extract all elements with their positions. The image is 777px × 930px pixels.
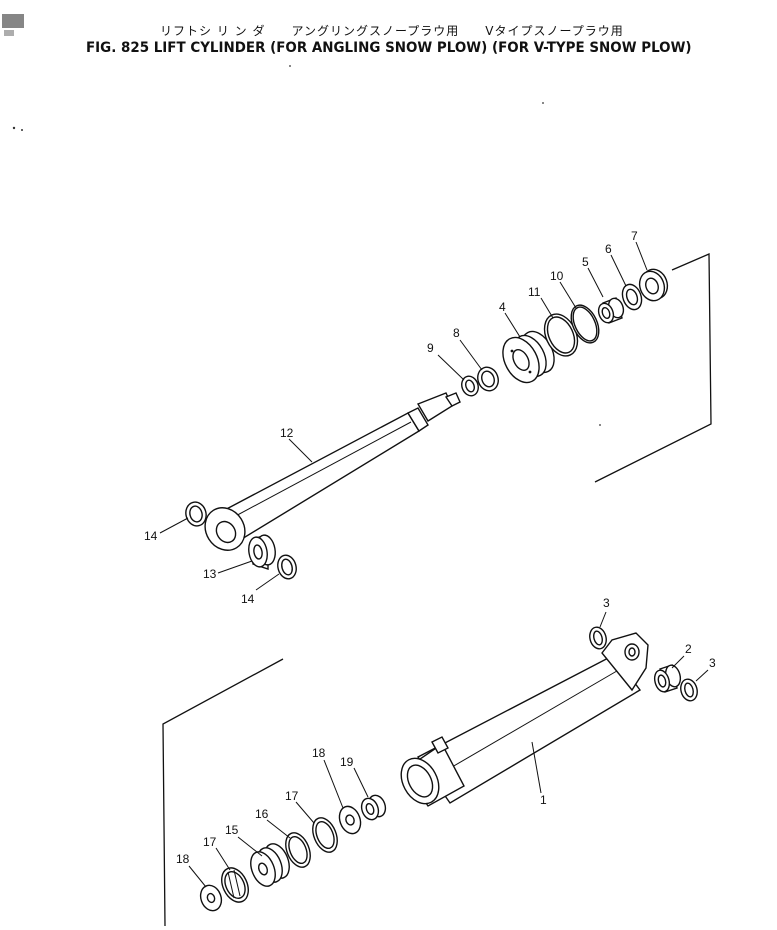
callout-15: 15 (225, 823, 239, 837)
callout-9: 9 (427, 341, 434, 355)
lower-group-bracket (162, 658, 284, 927)
part-seal-14-lower (277, 554, 297, 580)
part-seal-3-upper (589, 626, 607, 650)
part-ring-17-upper (312, 817, 338, 853)
part-nut-19 (360, 794, 387, 821)
part-ring-18-upper (338, 805, 362, 835)
callout-18-upper: 18 (312, 746, 326, 760)
callout-2: 2 (685, 642, 692, 656)
callout-14-lower: 14 (241, 592, 255, 606)
callout-18-lower: 18 (176, 852, 190, 866)
callout-1: 1 (540, 793, 547, 807)
part-ring-8 (477, 366, 499, 392)
callout-17-upper: 17 (285, 789, 299, 803)
part-seal-14-upper (185, 501, 207, 527)
callout-3-upper: 3 (603, 596, 610, 610)
figure-title-japanese: リフトシ リ ン ダ アングリングスノープラウ用 Vタイプスノープラウ用 (160, 24, 624, 38)
part-seal-6 (621, 283, 643, 311)
callout-13: 13 (203, 567, 217, 581)
callout-8: 8 (453, 326, 460, 340)
callout-12: 12 (280, 426, 294, 440)
part-bushing-5 (597, 297, 625, 324)
callout-17-lower: 17 (203, 835, 217, 849)
part-bushing-13 (248, 534, 276, 570)
part-ring-16 (285, 832, 311, 868)
part-ring-17-lower (221, 867, 249, 903)
part-piston-15 (250, 843, 290, 887)
callout-14-upper: 14 (144, 529, 158, 543)
callout-labels: 1 2 3 3 4 5 6 7 8 9 10 11 12 13 14 14 15… (144, 229, 716, 866)
callout-11: 11 (528, 285, 541, 299)
part-ring-10 (570, 304, 600, 344)
callout-19: 19 (340, 755, 354, 769)
part-wiper-7 (638, 268, 669, 302)
part-piston-rod (204, 392, 461, 551)
callout-5: 5 (582, 255, 589, 269)
part-bushing-2 (653, 664, 682, 693)
figure-title-english: FIG. 825 LIFT CYLINDER (FOR ANGLING SNOW… (86, 40, 692, 56)
callout-7: 7 (631, 229, 638, 243)
callout-16: 16 (255, 807, 269, 821)
callout-4: 4 (499, 300, 506, 314)
part-seal-3-right (680, 678, 698, 702)
part-ring-18-lower (199, 884, 223, 912)
scan-noise (2, 14, 601, 426)
upper-group-bracket (594, 253, 712, 483)
part-ring-11 (543, 313, 579, 357)
part-ring-9 (461, 375, 479, 397)
part-cylinder-tube (400, 632, 649, 807)
callout-10: 10 (550, 269, 564, 283)
part-cylinder-head (502, 330, 555, 384)
callout-6: 6 (605, 242, 612, 256)
callout-3-right: 3 (709, 656, 716, 670)
leader-lines (159, 241, 709, 888)
